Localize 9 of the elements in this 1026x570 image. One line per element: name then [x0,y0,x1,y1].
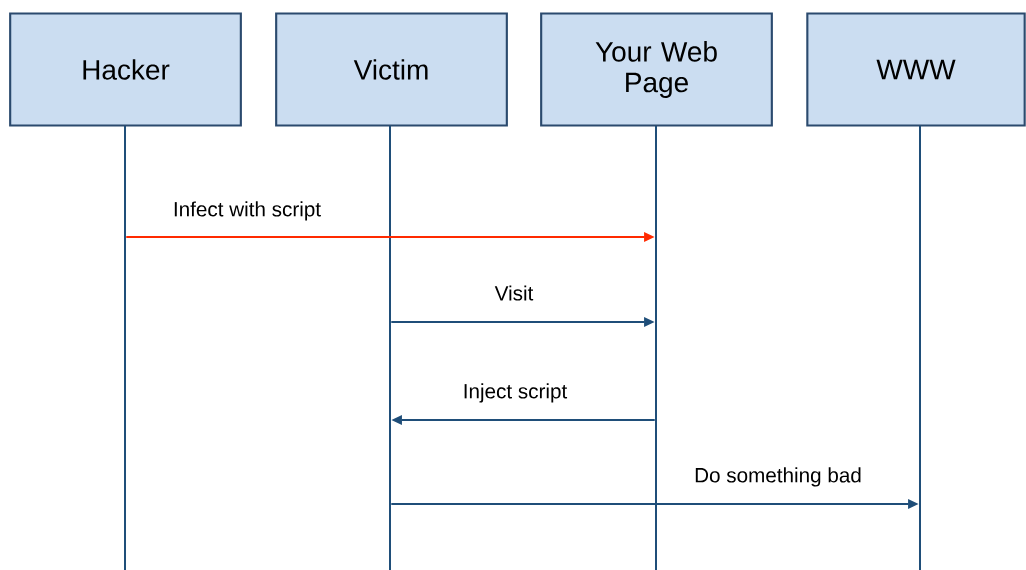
actor-box: WWW [806,12,1026,127]
message-label: Infect with script [171,200,323,222]
actor-box: Hacker [9,12,242,127]
message-label: Do something bad [692,466,864,488]
lifeline [124,126,126,570]
message-label: Inject script [461,382,569,404]
message-label: Visit [493,284,535,302]
actor-box: Your Web Page [540,12,773,127]
actor-box: Victim [275,12,508,127]
